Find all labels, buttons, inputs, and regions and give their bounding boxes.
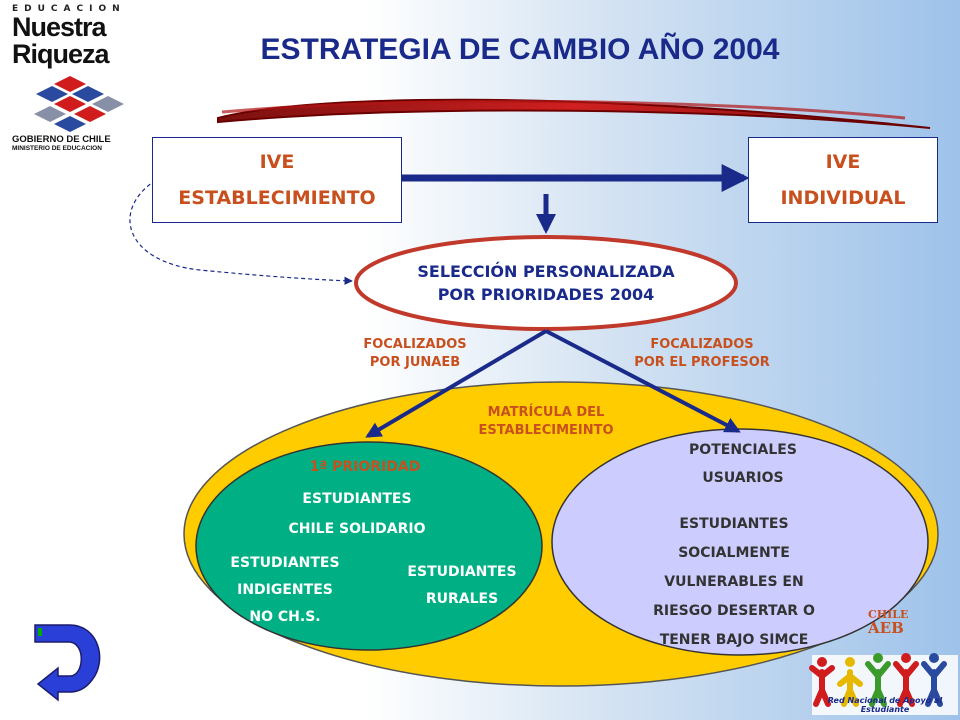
title-underline-stroke (217, 98, 931, 129)
branch-right-arrow (545, 329, 741, 433)
page-title: ESTRATEGIA DE CAMBIO AÑO 2004 (260, 33, 780, 66)
priority-ellipse (195, 441, 543, 651)
potential-line2: USUARIOS (702, 470, 784, 486)
junaeb-fragment1: CHILE (868, 608, 909, 621)
indigentes-line3: NO CH.S. (249, 609, 321, 625)
potential-users-description: ESTUDIANTES SOCIALMENTE VULNERABLES EN R… (616, 510, 852, 655)
solidario-line1: ESTUDIANTES (302, 491, 412, 507)
potential-line1: POTENCIALES (689, 442, 797, 458)
box-left-line2: ESTABLECIMIENTO (178, 187, 376, 209)
junaeb-logo-text: CHILE AEB (868, 608, 908, 637)
rurales-line1: ESTUDIANTES (407, 564, 517, 580)
logo-name-line1: Nuestra (12, 12, 107, 42)
box-ive-establecimiento: IVE ESTABLECIMIENTO (152, 137, 402, 223)
potential-desc4: RIESGO DESERTAR O (653, 603, 815, 619)
branch-left-line2: POR JUNAEB (369, 355, 461, 370)
branch-right-line1: FOCALIZADOS (650, 337, 754, 352)
logo-tagline: EDUCACION (12, 4, 126, 14)
potential-desc3: VULNERABLES EN (664, 574, 804, 590)
branch-left-arrow (365, 329, 548, 438)
chile-solidario-text: ESTUDIANTES CHILE SOLIDARIO (252, 484, 462, 544)
box-ive-individual: IVE INDIVIDUAL (748, 137, 938, 223)
box-right-line2: INDIVIDUAL (780, 187, 906, 209)
government-logo: GOBIERNO DE CHILE MINISTERIO DE EDUCACIO… (12, 134, 137, 152)
logo-name-line2: Riqueza (12, 39, 110, 69)
indigentes-line1: ESTUDIANTES (230, 555, 340, 571)
potential-desc1: ESTUDIANTES (679, 516, 789, 532)
box-right-line1: IVE (825, 151, 861, 173)
solidario-line2: CHILE SOLIDARIO (288, 521, 426, 537)
potential-desc2: SOCIALMENTE (678, 545, 790, 561)
dashed-connector (129, 179, 353, 285)
gov-line2: MINISTERIO DE EDUCACION (12, 145, 102, 152)
selection-line1: SELECCIÓN PERSONALIZADA (417, 262, 675, 281)
logo-cubes-icon (34, 76, 124, 132)
nuestra-riqueza-logo: EDUCACION Nuestra Riqueza (12, 4, 137, 68)
rurales-text: ESTUDIANTES RURALES (388, 559, 536, 613)
selection-text: SELECCIÓN PERSONALIZADA POR PRIORIDADES … (356, 260, 736, 306)
selection-ring (354, 235, 738, 331)
matricula-label: MATRÍCULA DEL ESTABLECIMEINTO (446, 404, 646, 440)
branch-left-label: FOCALIZADOS POR JUNAEB (330, 336, 500, 372)
gov-line1: GOBIERNO DE CHILE (12, 134, 111, 145)
return-button[interactable] (32, 620, 112, 704)
potential-users-title: POTENCIALES USUARIOS (640, 436, 846, 492)
box-left-line1: IVE (259, 151, 295, 173)
return-arrow-icon (34, 624, 101, 702)
children-figures-icon (809, 653, 958, 715)
branch-right-line2: POR EL PROFESOR (634, 355, 770, 370)
matricula-line1: MATRÍCULA DEL (487, 405, 605, 420)
potential-desc5: TENER BAJO SIMCE (659, 632, 809, 648)
indigentes-line2: INDIGENTES (237, 582, 333, 598)
junaeb-fragment2: AEB (868, 619, 904, 637)
indigentes-text: ESTUDIANTES INDIGENTES NO CH.S. (210, 550, 360, 631)
junaeb-caption: Red Nacional de Apoyo al Estudiante (827, 696, 943, 714)
selection-line2: POR PRIORIDADES 2004 (437, 285, 655, 304)
matricula-line2: ESTABLECIMEINTO (478, 423, 614, 438)
priority-label: 1ª PRIORIDAD (309, 459, 421, 475)
rurales-line2: RURALES (425, 591, 499, 607)
branch-left-line1: FOCALIZADOS (363, 337, 467, 352)
branch-right-label: FOCALIZADOS POR EL PROFESOR (612, 336, 792, 372)
